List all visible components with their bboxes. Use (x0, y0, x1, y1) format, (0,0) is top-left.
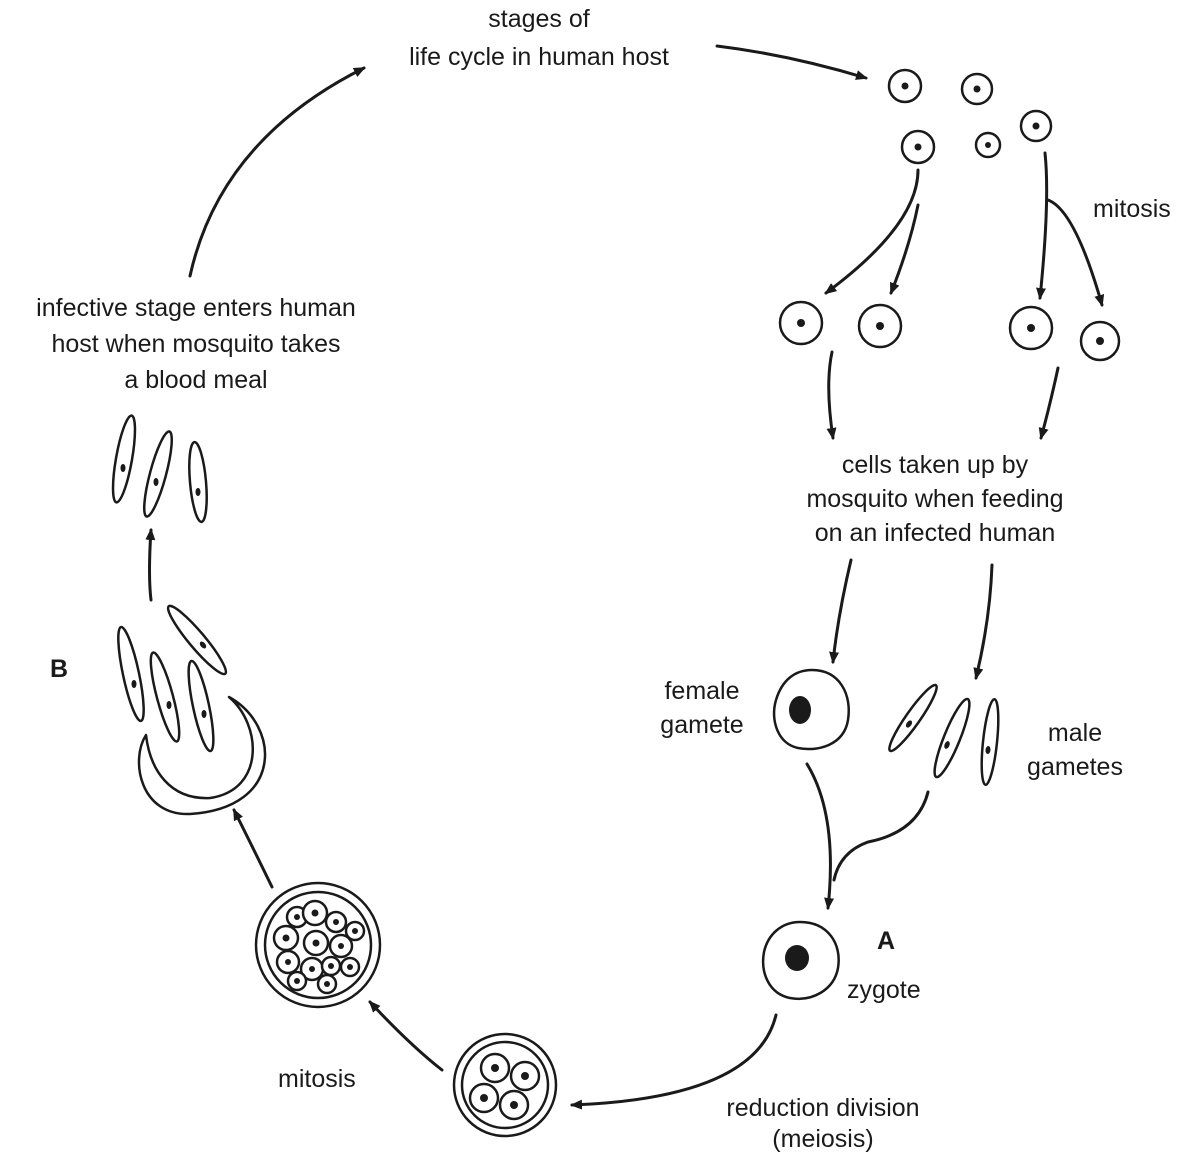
arrow-female-to-zygote (805, 762, 835, 910)
stages-label-line1: stages of (488, 5, 590, 33)
reduction-division-label-line2: (meiosis) (772, 1125, 874, 1153)
small-cyst (452, 1032, 558, 1138)
mitosis-branch-right-b (1046, 198, 1105, 307)
female-gamete-label-line1: female (664, 677, 740, 705)
arrow-right-cells-down (1038, 366, 1060, 440)
mitosis-bottom-label: mitosis (278, 1065, 356, 1093)
mitosis-top-label: mitosis (1093, 195, 1171, 223)
b-stage-sporozoites (117, 604, 228, 753)
infective-label-line3: a blood meal (124, 366, 268, 394)
zygote-label: zygote (847, 976, 921, 1004)
arrow-large-cyst-to-b (232, 808, 274, 889)
line-male-to-zygote (832, 790, 930, 882)
arrow-to-male-gametes (973, 563, 994, 680)
mitosis-branch-left-a (824, 168, 920, 295)
b-stage-crescent (137, 695, 267, 816)
arrow-b-to-sporozoites (145, 528, 156, 602)
mitosis-branch-right-a (1036, 151, 1049, 300)
infective-sporozoites (111, 414, 208, 524)
arrow-infective-to-human (188, 66, 366, 278)
male-gametes-label-line1: male (1047, 719, 1103, 747)
arrow-zygote-to-small-cyst (570, 1013, 778, 1110)
cells-taken-up-line1: cells taken up by (841, 451, 1029, 479)
arrow-to-female-gamete (829, 558, 853, 664)
male-gametes (888, 683, 1000, 787)
stages-label-line2: life cycle in human host (409, 43, 669, 71)
label-b: B (50, 655, 69, 683)
arrow-to-human-cells (715, 44, 868, 80)
reduction-division-label-line1: reduction division (726, 1094, 920, 1122)
infective-label-line2: host when mosquito takes (51, 330, 341, 358)
female-gamete-cell (772, 668, 850, 751)
cells-taken-up-line2: mosquito when feeding (806, 485, 1064, 513)
cells-taken-up-line3: on an infected human (814, 519, 1056, 547)
zygote-cell (761, 920, 840, 1000)
mitosis-branch-left-b (889, 203, 920, 295)
arrow-small-to-large-cyst (368, 1000, 444, 1072)
label-a: A (877, 927, 896, 955)
male-gametes-label-line2: gametes (1027, 753, 1123, 781)
infective-label-line1: infective stage enters human (36, 294, 356, 322)
arrow-left-cells-down (826, 350, 837, 440)
female-gamete-label-line2: gamete (660, 711, 744, 739)
